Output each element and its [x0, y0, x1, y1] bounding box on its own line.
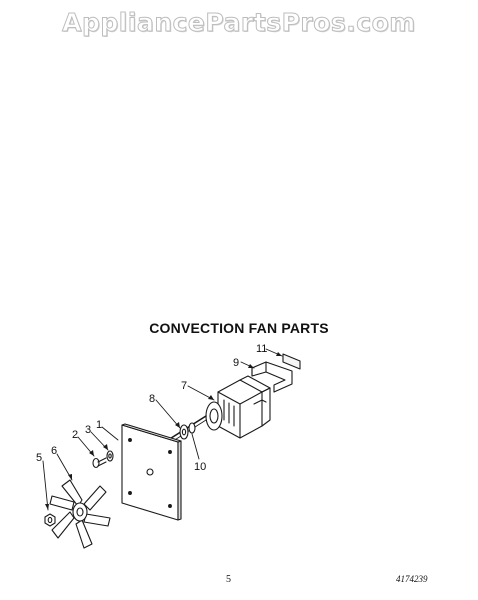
part-5-nut: [44, 513, 56, 527]
diagram-title: CONVECTION FAN PARTS: [149, 320, 329, 336]
document-number: 4174239: [396, 574, 428, 584]
part-8-washer: [179, 424, 189, 440]
callout-2: 2: [72, 429, 78, 441]
part-9-bracket: [251, 361, 293, 393]
callout-7: 7: [181, 380, 187, 392]
callout-9: 9: [233, 357, 239, 369]
callout-5: 5: [36, 452, 42, 464]
page-number: 5: [226, 574, 231, 585]
part-6-fan-blade: [49, 479, 111, 549]
part-1-plate: [121, 423, 182, 521]
leader-arrowheads: [45, 352, 282, 510]
callout-10: 10: [194, 461, 206, 473]
callout-8: 8: [149, 393, 155, 405]
part-10-washer: [188, 422, 196, 434]
callout-1: 1: [96, 419, 102, 431]
part-3-washer: [106, 450, 114, 462]
watermark-logo: AppliancePartsPros.com: [62, 8, 416, 38]
part-11-pad: [282, 353, 301, 370]
callout-3: 3: [85, 424, 91, 436]
part-2-screw: [92, 457, 107, 469]
callout-6: 6: [51, 445, 57, 457]
callout-11: 11: [256, 343, 267, 355]
